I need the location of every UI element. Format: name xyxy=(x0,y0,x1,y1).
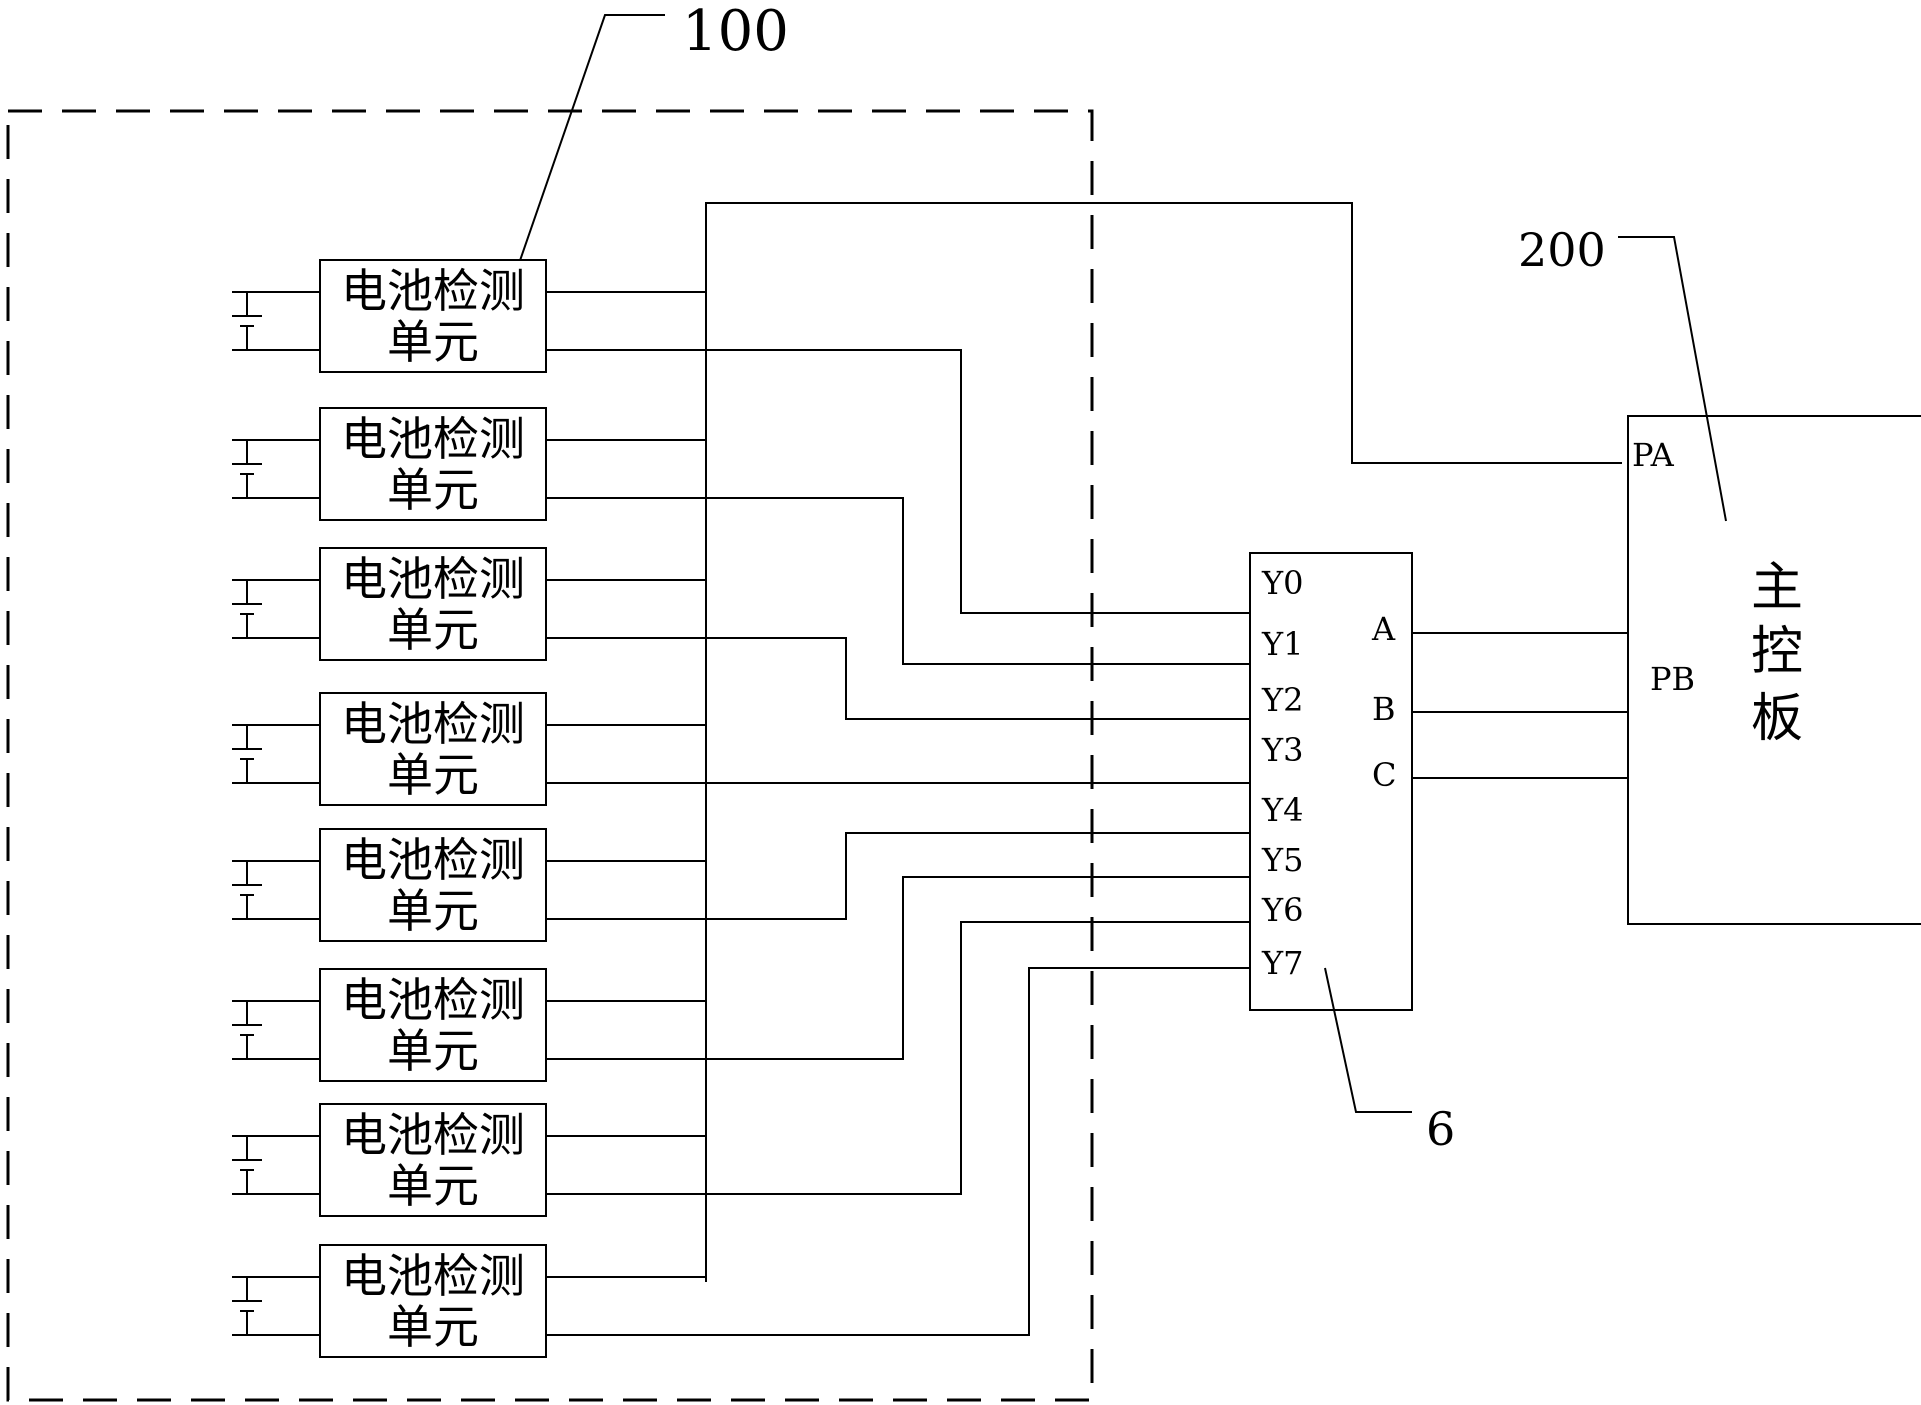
mux-input-a: A xyxy=(1371,610,1396,648)
signal-route-wire xyxy=(546,637,1250,720)
multiplexer-reference-leader xyxy=(1324,967,1412,1113)
port-pa-label: PA xyxy=(1632,436,1675,474)
unit-label-line1: 电池检测 xyxy=(341,1108,525,1162)
battery-detection-unit-box xyxy=(319,692,547,806)
signal-route-wire xyxy=(546,349,1250,614)
signal-route-wire xyxy=(546,497,1250,665)
mux-output-y4: Y4 xyxy=(1261,791,1303,829)
main-board-reference-label: 200 xyxy=(1518,223,1606,277)
unit-label-line2: 单元 xyxy=(387,603,479,657)
unit-label-line1: 电池检测 xyxy=(341,833,525,887)
signal-route-wire xyxy=(546,967,1250,1336)
unit-label-line1: 电池检测 xyxy=(341,1249,525,1303)
battery-detection-units: 电池检测单元电池检测单元电池检测单元电池检测单元电池检测单元电池检测单元电池检测… xyxy=(232,259,1250,1358)
unit-label-line1: 电池检测 xyxy=(341,973,525,1027)
mux-output-y2: Y2 xyxy=(1261,681,1303,719)
signal-route-wire xyxy=(546,921,1250,1195)
group-reference-leader xyxy=(514,14,665,276)
mux-output-y3: Y3 xyxy=(1261,731,1303,769)
battery-detection-unit-box xyxy=(319,547,547,661)
unit-label-line1: 电池检测 xyxy=(341,412,525,466)
battery-group-boundary xyxy=(6,109,1094,1402)
mux-output-y0: Y0 xyxy=(1261,564,1303,602)
mux-output-y6: Y6 xyxy=(1261,891,1303,929)
battery-detection-unit-box xyxy=(319,1103,547,1217)
battery-detection-unit-box xyxy=(319,259,547,373)
main-control-board xyxy=(1627,415,1921,925)
mux-input-b: B xyxy=(1372,690,1396,728)
unit-label-line2: 单元 xyxy=(387,748,479,802)
mux-output-y7: Y7 xyxy=(1261,944,1303,982)
signal-route-wire xyxy=(546,876,1250,1060)
unit-label-line2: 单元 xyxy=(387,1300,479,1354)
unit-label-line2: 单元 xyxy=(387,463,479,517)
mux-output-y5: Y5 xyxy=(1261,841,1303,879)
shared-bus-line xyxy=(705,202,1622,1282)
main-board-title-char-1: 主 xyxy=(1751,558,1803,618)
signal-route-wire xyxy=(546,832,1250,920)
unit-label-line2: 单元 xyxy=(387,884,479,938)
mux-input-c: C xyxy=(1372,756,1396,794)
unit-label-line1: 电池检测 xyxy=(341,552,525,606)
main-board-title-char-2: 控 xyxy=(1751,622,1803,682)
unit-label-line1: 电池检测 xyxy=(341,697,525,751)
unit-label-line2: 单元 xyxy=(387,1159,479,1213)
group-reference-label: 100 xyxy=(682,0,789,64)
battery-detection-unit-box xyxy=(319,1244,547,1358)
main-board-reference-leader xyxy=(1618,236,1727,522)
port-pb-label: PB xyxy=(1650,660,1695,698)
battery-detection-unit-box xyxy=(319,828,547,942)
main-board-title-char-3: 板 xyxy=(1751,689,1803,749)
battery-detection-unit-box xyxy=(319,968,547,1082)
unit-label-line2: 单元 xyxy=(387,1024,479,1078)
unit-label-line2: 单元 xyxy=(387,315,479,369)
battery-detection-unit-box xyxy=(319,407,547,521)
unit-label-line1: 电池检测 xyxy=(341,264,525,318)
mux-output-y1: Y1 xyxy=(1261,625,1303,663)
multiplexer-reference-label: 6 xyxy=(1426,1102,1455,1156)
multiplexer xyxy=(1249,552,1413,1011)
